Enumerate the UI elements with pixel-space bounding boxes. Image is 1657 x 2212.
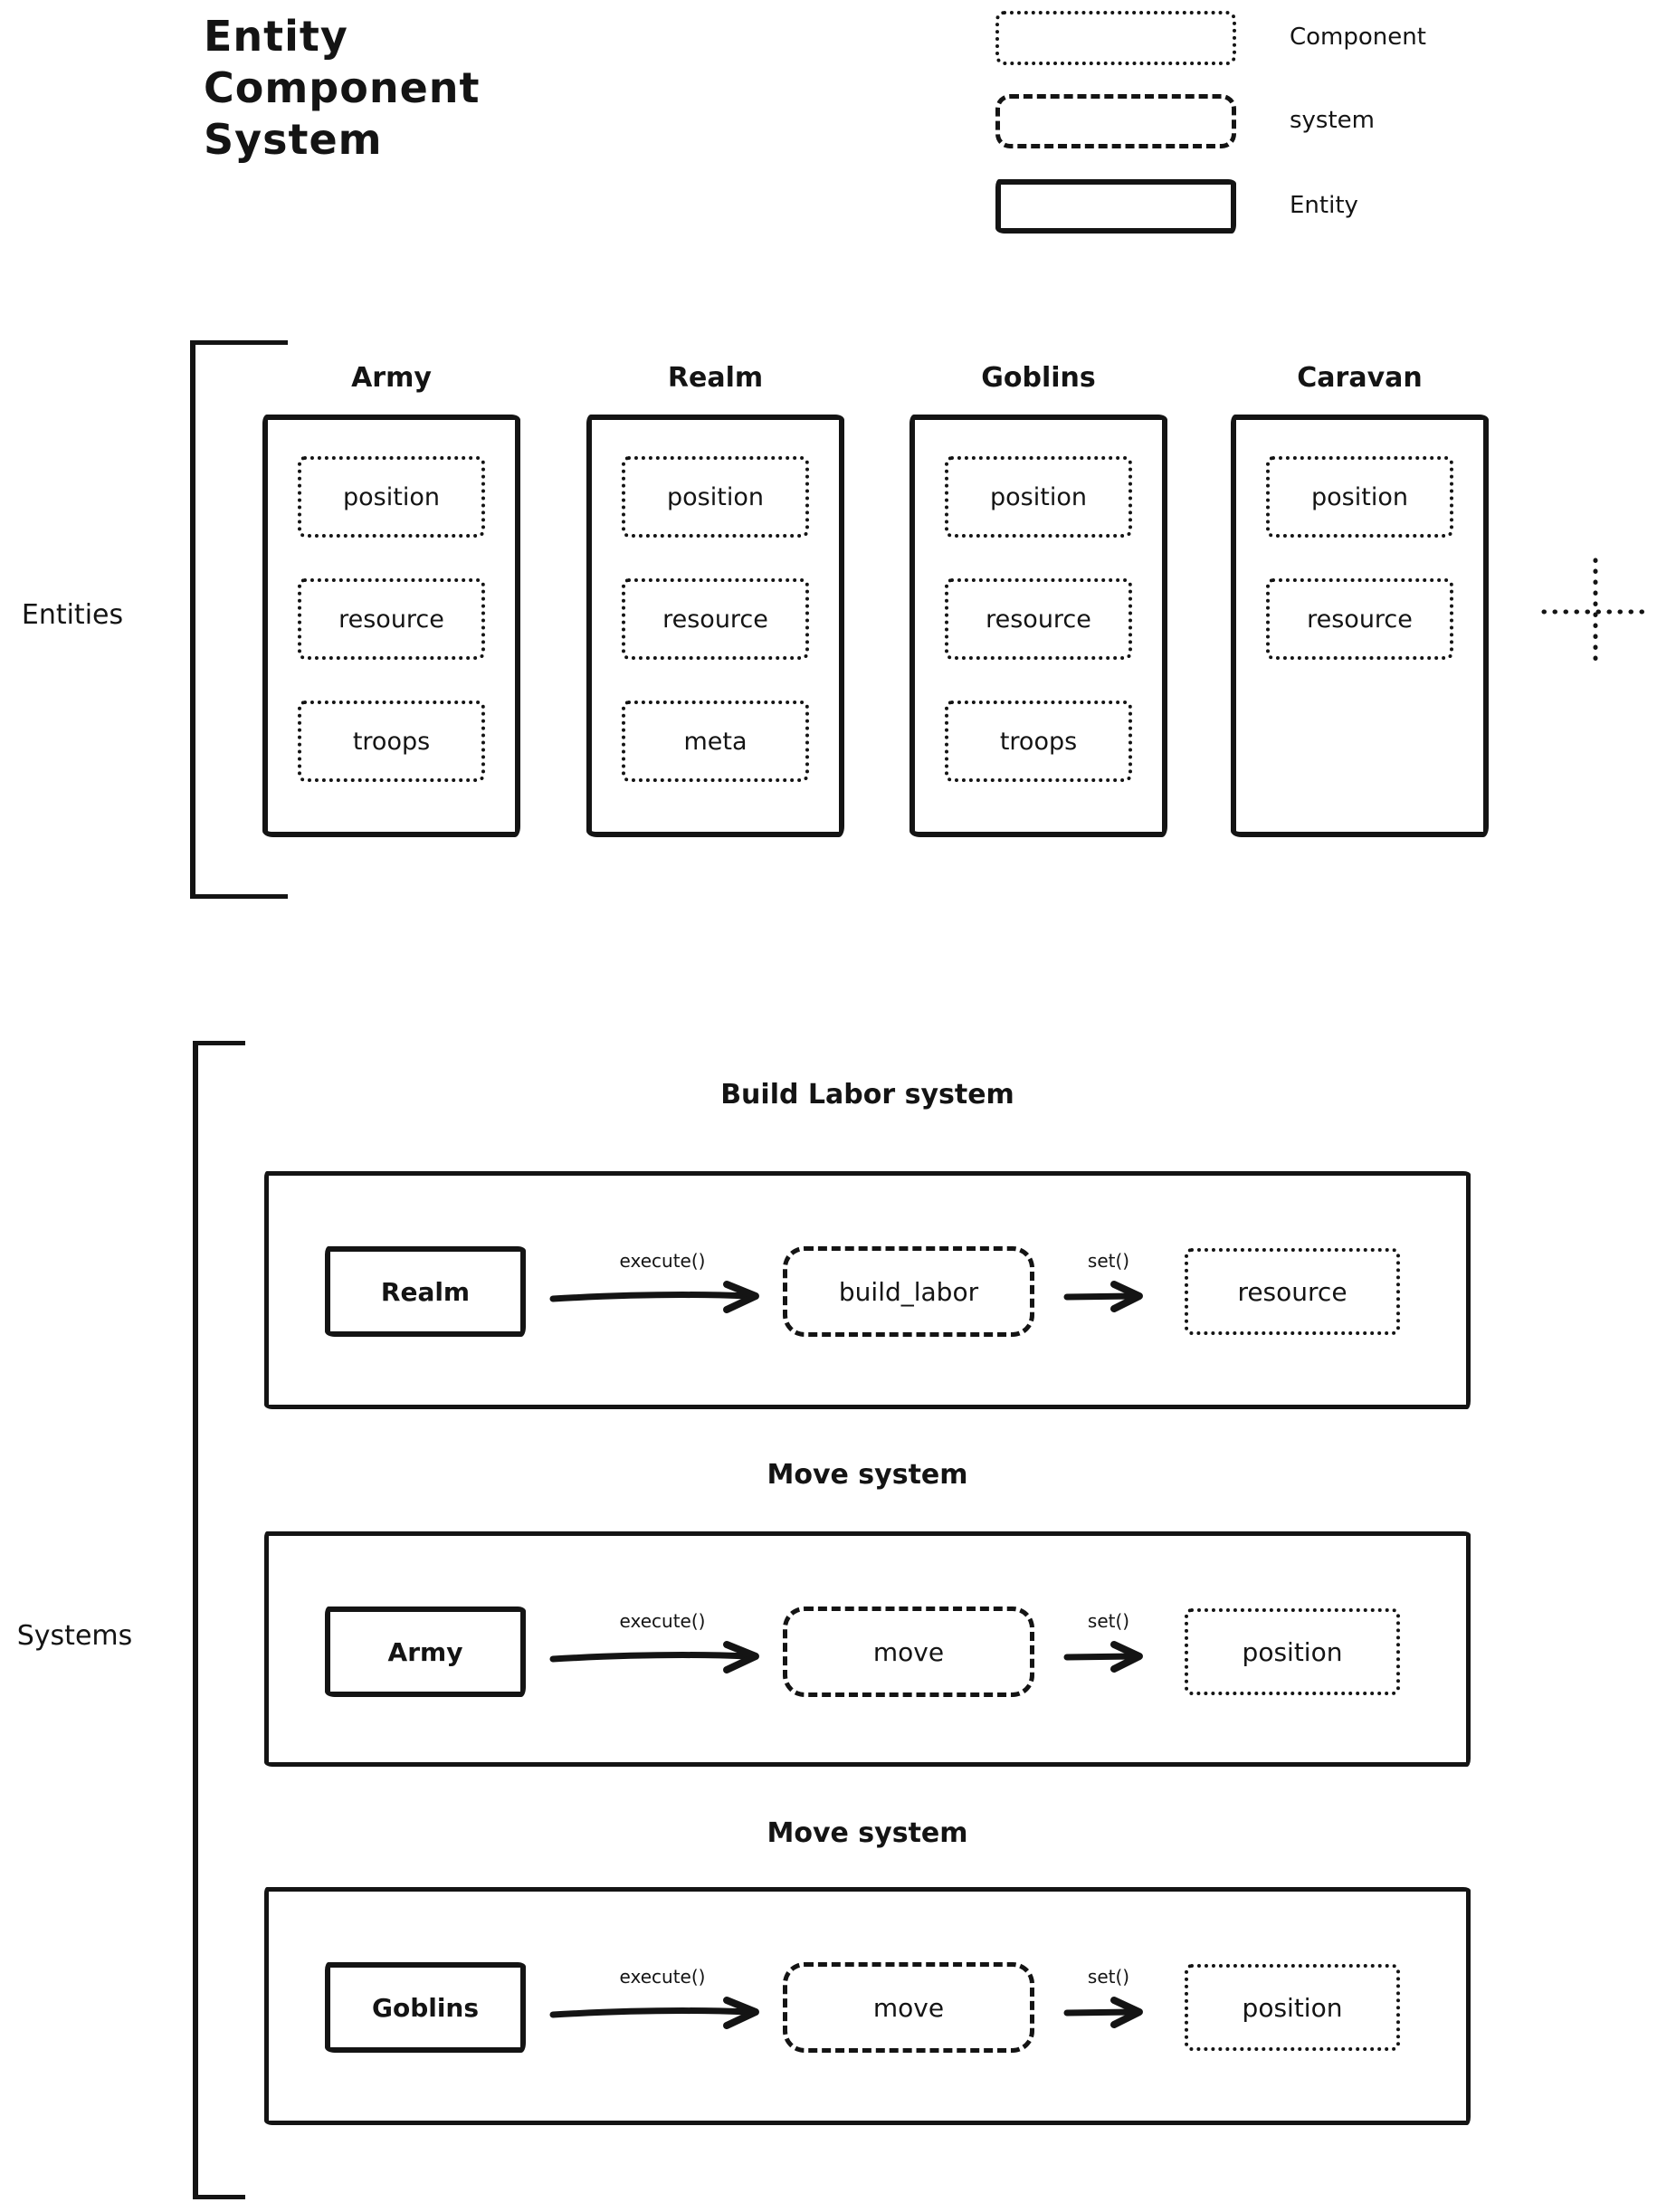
entity-card-caravan: Caravan position resource bbox=[1231, 355, 1489, 837]
entity-chip: Army bbox=[325, 1607, 526, 1697]
page-title-line: Component bbox=[204, 63, 481, 112]
execute-call-label: execute() bbox=[619, 1610, 706, 1632]
entity-card-goblins: Goblins position resource troops bbox=[909, 355, 1167, 837]
systems-bracket bbox=[193, 1041, 245, 2199]
set-call-label: set() bbox=[1087, 1966, 1130, 1988]
legend-system-label: system bbox=[1290, 107, 1375, 134]
system-chip: move bbox=[783, 1962, 1034, 2053]
system-row-title: Build Labor system bbox=[720, 1079, 1014, 1111]
component-box: position bbox=[945, 456, 1132, 538]
execute-arrow-icon bbox=[549, 1641, 759, 1673]
legend-component-swatch bbox=[995, 11, 1236, 65]
legend-entity-swatch bbox=[995, 179, 1236, 234]
set-call-label: set() bbox=[1087, 1610, 1130, 1632]
dotted-plus-icon bbox=[1541, 558, 1650, 666]
component-box: position bbox=[1266, 456, 1453, 538]
component-box: position bbox=[298, 456, 485, 538]
entity-card-title: Goblins bbox=[981, 362, 1096, 394]
system-chip: build_labor bbox=[783, 1246, 1034, 1337]
system-row-move-goblins: Move system Goblins execute() move set()… bbox=[264, 1817, 1471, 2125]
entity-card-army: Army position resource troops bbox=[262, 355, 520, 837]
legend-component-label: Component bbox=[1290, 24, 1426, 51]
page-title: Entity Component System bbox=[204, 11, 481, 166]
system-row-title: Move system bbox=[767, 1817, 968, 1849]
execute-arrow-icon bbox=[549, 1997, 759, 2029]
systems-section-label: Systems bbox=[16, 1620, 133, 1652]
component-box: meta bbox=[622, 701, 809, 782]
execute-call-label: execute() bbox=[619, 1966, 706, 1988]
entities-bracket bbox=[190, 340, 288, 899]
set-arrow-icon bbox=[1063, 1641, 1143, 1673]
component-chip: resource bbox=[1185, 1248, 1400, 1335]
legend-entity-label: Entity bbox=[1290, 192, 1358, 219]
component-box: troops bbox=[298, 701, 485, 782]
system-row-build-labor: Build Labor system Realm execute() build… bbox=[264, 1079, 1471, 1409]
page-title-line: Entity bbox=[204, 12, 348, 61]
entity-card-realm: Realm position resource meta bbox=[586, 355, 844, 837]
entities-section-label: Entities bbox=[21, 599, 124, 631]
entity-chip: Realm bbox=[325, 1246, 526, 1337]
entity-card-box: position resource meta bbox=[586, 415, 844, 837]
set-arrow-icon bbox=[1063, 1997, 1143, 2028]
component-box: resource bbox=[945, 578, 1132, 660]
component-chip: position bbox=[1185, 1608, 1400, 1695]
system-box: Goblins execute() move set() position bbox=[264, 1887, 1471, 2125]
page-title-line: System bbox=[204, 115, 383, 164]
execute-call-label: execute() bbox=[619, 1250, 706, 1272]
component-box: troops bbox=[945, 701, 1132, 782]
entity-chip: Goblins bbox=[325, 1962, 526, 2053]
entity-card-box: position resource troops bbox=[262, 415, 520, 837]
system-row-move-army: Move system Army execute() move set() po… bbox=[264, 1459, 1471, 1767]
system-box: Realm execute() build_labor set() resour… bbox=[264, 1171, 1471, 1409]
set-arrow-icon bbox=[1063, 1281, 1143, 1312]
system-box: Army execute() move set() position bbox=[264, 1531, 1471, 1767]
component-box: resource bbox=[298, 578, 485, 660]
system-row-title: Move system bbox=[767, 1459, 968, 1491]
entity-card-box: position resource troops bbox=[909, 415, 1167, 837]
entity-card-title: Caravan bbox=[1297, 362, 1423, 394]
entity-card-box: position resource bbox=[1231, 415, 1489, 837]
execute-arrow-icon bbox=[549, 1281, 759, 1313]
entity-card-title: Realm bbox=[667, 362, 764, 394]
component-box: resource bbox=[622, 578, 809, 660]
component-chip: position bbox=[1185, 1964, 1400, 2051]
component-box: position bbox=[622, 456, 809, 538]
set-call-label: set() bbox=[1087, 1250, 1130, 1272]
legend-system-swatch bbox=[995, 94, 1236, 148]
system-chip: move bbox=[783, 1607, 1034, 1697]
entity-card-title: Army bbox=[351, 362, 432, 394]
component-box: resource bbox=[1266, 578, 1453, 660]
